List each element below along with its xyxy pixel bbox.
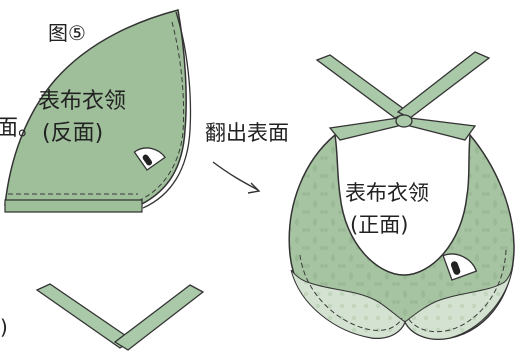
collar-label: 表布衣领 [345,181,429,205]
arrow-icon [212,161,261,194]
left-edge-fragment: 面。 [0,116,40,141]
bottom-seam-allowance [4,199,143,213]
left-piece-label: 表布衣领 [38,89,126,114]
finished-collar [288,51,515,340]
collar-stitch-right [407,249,507,333]
collar-lace-left [290,269,406,339]
arrow-caption: 翻出表面 [205,121,289,145]
iron-icon [133,147,166,171]
left-piece-sublabel: (反面) [42,121,103,146]
collar-lace-right [404,264,514,340]
iron-icon [442,253,478,281]
figure-label: 图⑤ [48,21,86,45]
right-stitch-line [139,21,185,201]
next-step-bow [35,283,205,351]
collar-sublabel: (正面) [350,213,408,237]
left-collar-piece [4,9,192,213]
right-seam-allowance [142,11,192,209]
bottom-left-marker: ) [0,315,8,339]
collar-stitch-left [299,254,403,331]
bow-tie-icon [315,51,491,141]
